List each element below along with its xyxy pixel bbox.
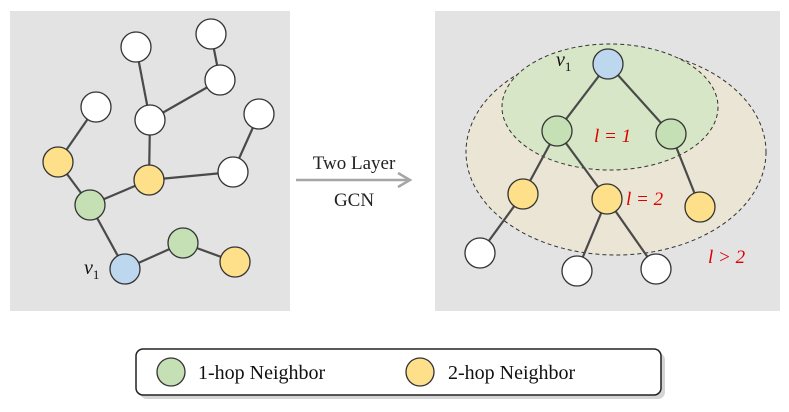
node-other <box>640 253 672 285</box>
node-other <box>243 98 275 130</box>
node-other <box>561 255 593 287</box>
legend-box <box>135 348 662 396</box>
arrow-label-line1: Two Layer <box>313 153 396 174</box>
node-one-hop <box>541 115 573 147</box>
node-other <box>120 31 152 63</box>
node-root <box>592 48 624 80</box>
node-other <box>195 18 227 50</box>
right-root-label: v1 <box>556 49 571 74</box>
arrow-label-line2: GCN <box>334 190 374 211</box>
node-other <box>80 91 112 123</box>
legend: 1-hop Neighbor 2-hop Neighbor <box>135 348 665 399</box>
node-two-hop <box>42 146 74 178</box>
right-panel: v1 l = 1 l = 2 l > 2 <box>435 11 780 311</box>
legend-one-hop-label: 1-hop Neighbor <box>198 362 326 384</box>
right-nodes <box>464 48 716 287</box>
layer-1-label: l = 1 <box>594 126 631 147</box>
node-one-hop <box>74 189 106 221</box>
node-other <box>217 156 249 188</box>
left-nodes <box>42 18 275 285</box>
legend-one-hop-swatch <box>156 357 186 387</box>
legend-two-hop-label: 2-hop Neighbor <box>448 362 576 384</box>
arrow-head-icon <box>397 171 413 189</box>
node-root <box>109 253 141 285</box>
left-root-label: v1 <box>84 257 99 282</box>
edge <box>607 63 672 135</box>
node-one-hop <box>655 118 687 150</box>
node-other <box>204 64 236 96</box>
layer-2-label: l = 2 <box>626 189 664 210</box>
node-one-hop <box>167 227 199 259</box>
node-two-hop <box>591 183 623 215</box>
node-other <box>464 237 496 269</box>
node-two-hop <box>219 246 251 278</box>
legend-two-hop-swatch <box>405 357 435 387</box>
layer-3-label: l > 2 <box>708 247 746 268</box>
left-panel: v1 <box>10 11 290 311</box>
node-two-hop <box>684 191 716 223</box>
node-two-hop <box>133 164 165 196</box>
transform-arrow: Two Layer GCN <box>296 153 413 211</box>
node-other <box>134 104 166 136</box>
node-two-hop <box>507 178 539 210</box>
